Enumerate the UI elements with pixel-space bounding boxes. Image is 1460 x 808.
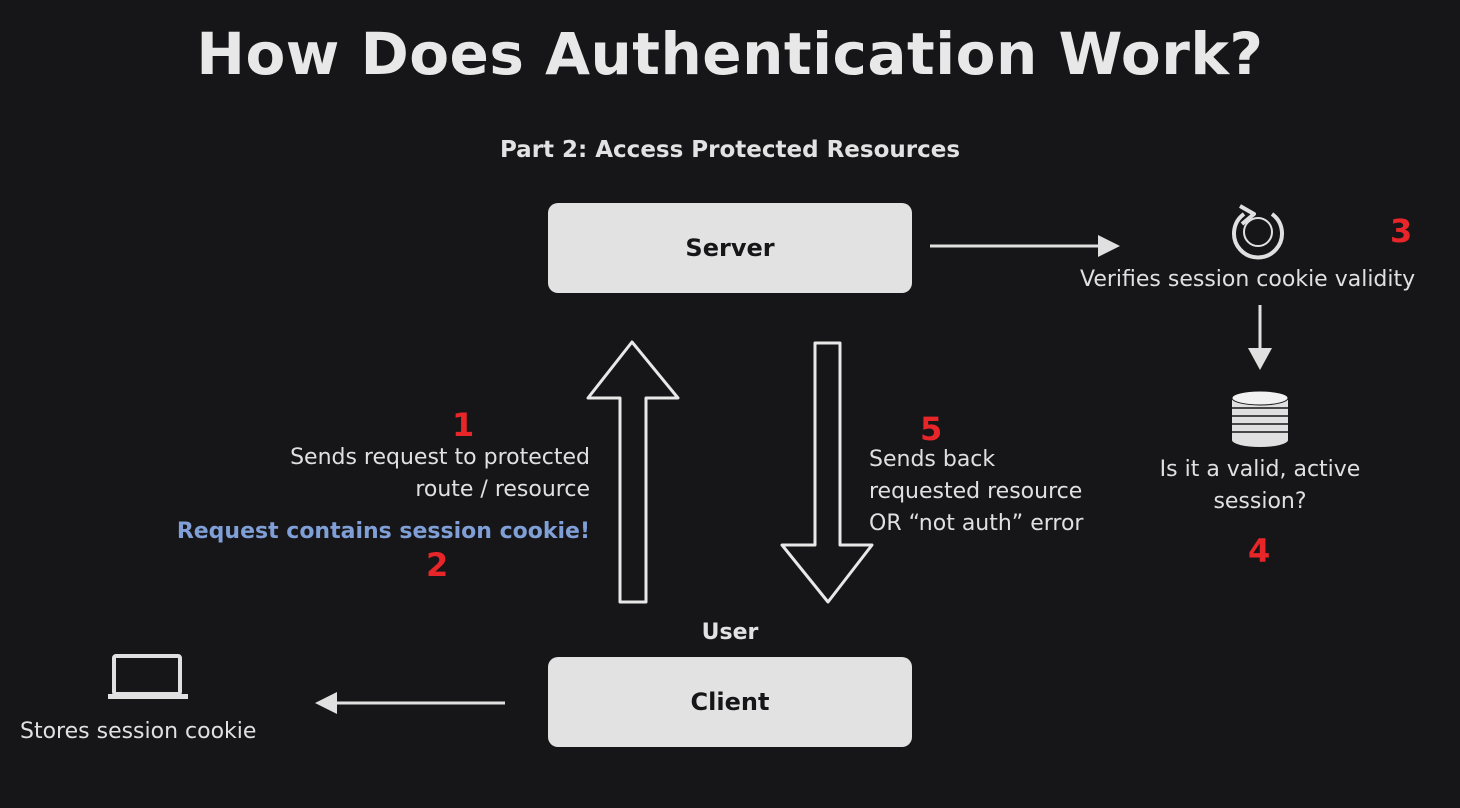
client-action-text: Stores session cookie bbox=[20, 719, 257, 744]
step-4-line1: Is it a valid, active bbox=[1159, 457, 1361, 482]
step-1-text: Sends request to protected route / resou… bbox=[190, 442, 590, 506]
step-5-line2: requested resource bbox=[869, 479, 1083, 504]
step-3-number: 3 bbox=[1390, 212, 1413, 250]
step-5-text: Sends back requested resource OR “not au… bbox=[869, 444, 1129, 540]
step-1-line1: Sends request to protected bbox=[290, 445, 590, 470]
step-1-line2: route / resource bbox=[415, 477, 590, 502]
step-4-number: 4 bbox=[1248, 532, 1271, 570]
laptop-icon bbox=[108, 654, 188, 699]
diagram-subtitle: Part 2: Access Protected Resources bbox=[499, 137, 961, 163]
step-3-text: Verifies session cookie validity bbox=[1080, 267, 1416, 292]
step-4-text: Is it a valid, active session? bbox=[1130, 454, 1390, 518]
client-label: Client bbox=[690, 688, 770, 716]
response-arrow-down bbox=[780, 341, 874, 604]
request-arrow-up bbox=[586, 340, 680, 604]
step-5-line1: Sends back bbox=[869, 447, 996, 472]
database-icon bbox=[1231, 390, 1289, 447]
store-arrow bbox=[315, 692, 505, 714]
db-arrow bbox=[1248, 305, 1272, 370]
step-1-number: 1 bbox=[452, 406, 475, 444]
user-label: User bbox=[701, 620, 759, 645]
step-5-line3: OR “not auth” error bbox=[869, 511, 1084, 536]
server-label: Server bbox=[685, 234, 775, 262]
step-5-number: 5 bbox=[920, 410, 943, 448]
step-2-text: Request contains session cookie! bbox=[176, 519, 590, 544]
step-4-line2: session? bbox=[1213, 489, 1307, 514]
server-box: Server bbox=[548, 203, 912, 293]
client-box: Client bbox=[548, 657, 912, 747]
page-title: How Does Authentication Work? bbox=[196, 20, 1264, 88]
verify-arrow bbox=[930, 235, 1120, 257]
refresh-icon bbox=[1232, 204, 1284, 260]
step-2-number: 2 bbox=[426, 546, 449, 584]
